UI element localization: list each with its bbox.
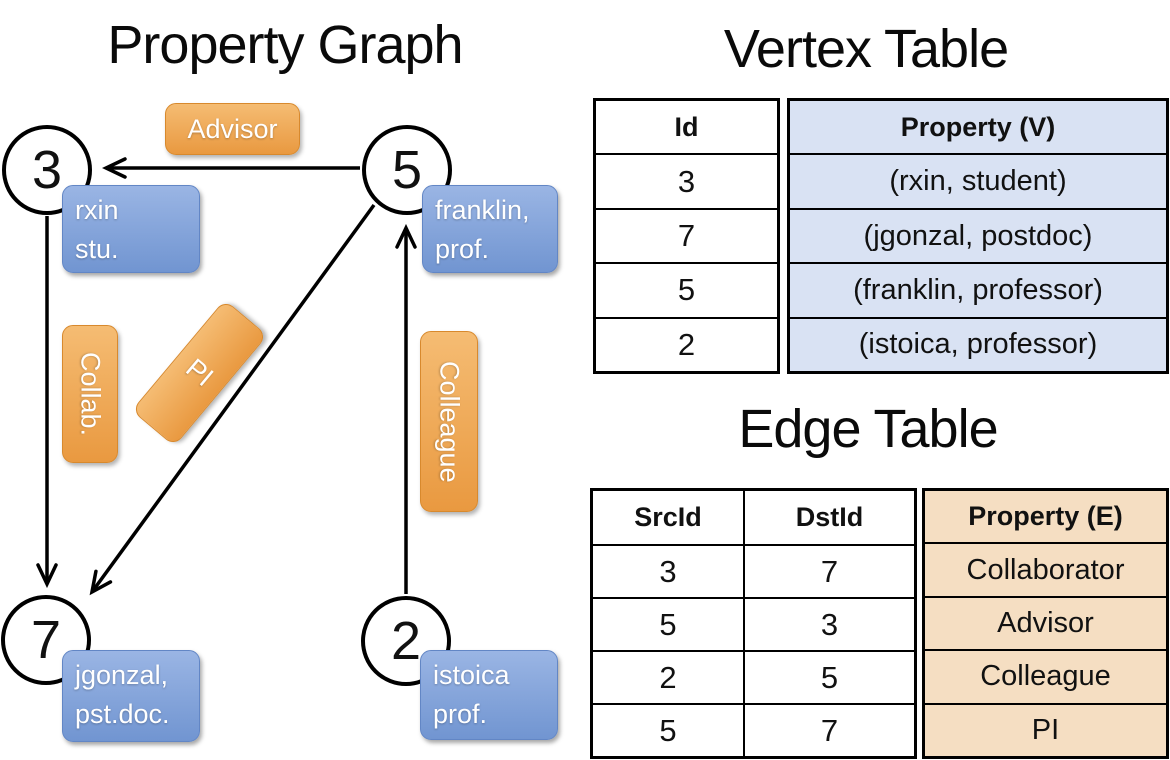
edge-dstid-cell: 5 (743, 650, 914, 703)
edge-label-colleague: Colleague (420, 331, 478, 512)
edge-label-advisor: Advisor (165, 103, 300, 155)
vertex-property-box-5: franklin, prof. (422, 185, 558, 273)
edge-dstid-cell: 7 (743, 544, 914, 597)
vertex-property-line: jgonzal, (75, 660, 169, 690)
vertex-property-line: rxin (75, 195, 119, 225)
vertex-property-line: franklin, (435, 195, 530, 225)
edge-property-cell: Collaborator (925, 542, 1166, 596)
vertex-property-header: Property (V) (790, 101, 1166, 154)
vertex-property-column: Property (V)(rxin, student)(jgonzal, pos… (787, 98, 1169, 374)
vertex-id-cell: 5 (596, 262, 777, 316)
edge-5-to-7 (92, 203, 376, 592)
property-graph-title: Property Graph (107, 15, 463, 75)
edge-dstid-cell: 7 (743, 703, 914, 756)
vertex-property-line: stu. (75, 234, 119, 265)
vertex-property-line: istoica (433, 660, 510, 690)
vertex-property-line: pst.doc. (75, 699, 170, 730)
vertex-id-header: Id (674, 111, 699, 142)
vertex-property-cell: (rxin, student) (790, 153, 1166, 208)
edge-label-text: Advisor (187, 113, 278, 144)
edge-label-text: Colleague (434, 360, 465, 483)
vertex-id-cell: 2 (596, 316, 777, 371)
vertex-property-cell: (franklin, professor) (790, 262, 1166, 317)
edge-property-header: Property (E) (925, 491, 1166, 543)
vertex-property-cell: (jgonzal, postdoc) (790, 207, 1166, 263)
vertex-table-title: Vertex Table (723, 19, 1009, 79)
edge-dstid-cell: 3 (743, 597, 914, 650)
vertex-property-cell: (istoica, professor) (790, 316, 1166, 372)
edge-srcid-cell: 2 (593, 650, 743, 703)
edge-srcid-cell: 3 (593, 544, 743, 597)
vertex-id-cell: 3 (596, 153, 777, 207)
edge-label-text: PI (180, 352, 220, 393)
edge-label-collab: Collab. (62, 325, 118, 463)
vertex-property-line: prof. (433, 699, 488, 730)
graph-node-5: 5 (362, 125, 452, 215)
edge-property-cell: Advisor (925, 595, 1166, 650)
edge-srcid-header: SrcId (634, 502, 702, 532)
edge-srcid-cell: 5 (593, 703, 743, 756)
graph-edges-layer (0, 0, 570, 760)
vertex-property-line: prof. (435, 234, 490, 265)
edge-label-text: Collab. (75, 351, 106, 437)
edge-table-title: Edge Table (738, 399, 998, 459)
vertex-property-box-2: istoica prof. (420, 650, 558, 740)
edge-property-cell: Colleague (925, 649, 1166, 703)
edge-property-cell: PI (925, 702, 1166, 757)
graph-node-2: 2 (361, 596, 451, 686)
vertex-id-cell: 7 (596, 207, 777, 262)
edge-dstid-header: DstId (743, 491, 914, 544)
edge-srcid-cell: 5 (593, 597, 743, 650)
vertex-property-box-3: rxin stu. (62, 185, 200, 273)
vertex-property-box-7: jgonzal, pst.doc. (62, 650, 200, 742)
